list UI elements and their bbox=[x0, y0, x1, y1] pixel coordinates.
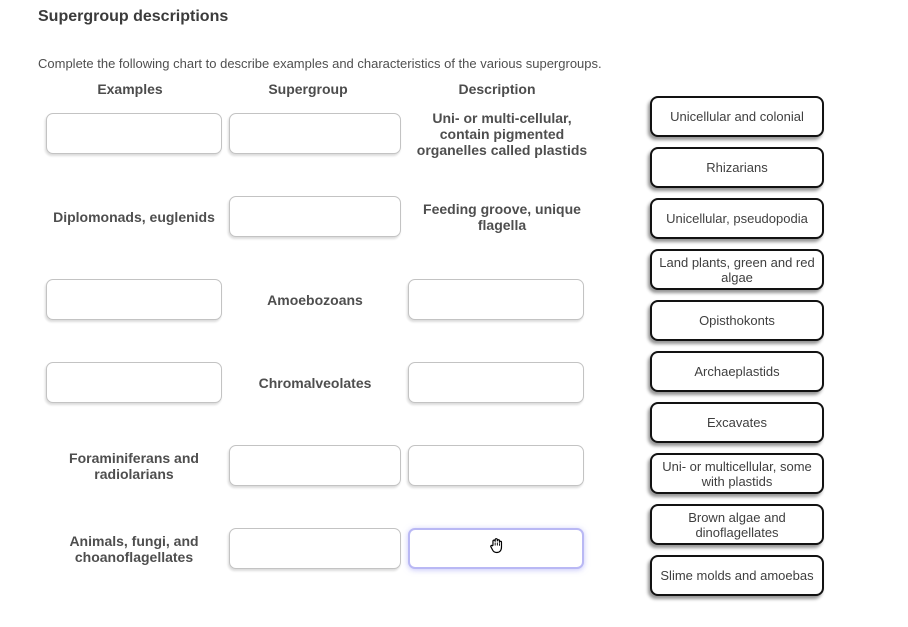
examples-label-row6: Animals, fungi, and choanoflagellates bbox=[69, 532, 199, 565]
table-row bbox=[229, 424, 401, 507]
answer-tile-slime-molds-amoebas[interactable]: Slime molds and amoebas bbox=[650, 555, 824, 596]
drop-box-row6-description-hovered[interactable] bbox=[408, 528, 584, 569]
table-row: Amoebozoans bbox=[229, 258, 401, 341]
drop-box-row2-supergroup[interactable] bbox=[229, 196, 401, 237]
table-row: Chromalveolates bbox=[229, 341, 401, 424]
column-header-examples: Examples bbox=[97, 81, 163, 97]
drop-box-row4-examples[interactable] bbox=[46, 362, 222, 403]
drop-box-row5-description[interactable] bbox=[408, 445, 584, 486]
table-row bbox=[408, 507, 584, 590]
examples-label-row5: Foraminiferans and radiolarians bbox=[69, 449, 199, 482]
instructions-text: Complete the following chart to describe… bbox=[38, 56, 602, 71]
worksheet-grid: Uni- or multi-cellular, contain pigmente… bbox=[46, 92, 587, 590]
drop-box-row5-supergroup[interactable] bbox=[229, 445, 401, 486]
answer-tile-unicellular-pseudopodia[interactable]: Unicellular, pseudopodia bbox=[650, 198, 824, 239]
description-label-row2: Feeding groove, unique flagella bbox=[423, 200, 581, 233]
answer-tile-archaeplastids[interactable]: Archaeplastids bbox=[650, 351, 824, 392]
supergroup-label-row4: Chromalveolates bbox=[258, 374, 372, 391]
table-row bbox=[46, 341, 222, 424]
grab-cursor-icon bbox=[485, 534, 507, 561]
table-row bbox=[408, 341, 584, 424]
table-row: Diplomonads, euglenids bbox=[46, 175, 222, 258]
answer-tile-excavates[interactable]: Excavates bbox=[650, 402, 824, 443]
supergroup-label-row3: Amoebozoans bbox=[267, 291, 363, 308]
answer-tile-opisthokonts[interactable]: Opisthokonts bbox=[650, 300, 824, 341]
table-row bbox=[229, 92, 401, 175]
table-row bbox=[46, 92, 222, 175]
column-header-supergroup: Supergroup bbox=[268, 81, 348, 97]
answer-bank: Unicellular and colonial Rhizarians Unic… bbox=[650, 96, 824, 606]
answer-tile-land-plants-algae[interactable]: Land plants, green and red algae bbox=[650, 249, 824, 290]
answer-tile-rhizarians[interactable]: Rhizarians bbox=[650, 147, 824, 188]
table-row bbox=[46, 258, 222, 341]
description-label-row1: Uni- or multi-cellular, contain pigmente… bbox=[416, 109, 588, 158]
drop-box-row3-examples[interactable] bbox=[46, 279, 222, 320]
answer-tile-brown-algae-dinoflagellates[interactable]: Brown algae and dinoflagellates bbox=[650, 504, 824, 545]
table-row bbox=[229, 175, 401, 258]
table-row: Animals, fungi, and choanoflagellates bbox=[46, 507, 222, 590]
answer-tile-unicellular-colonial[interactable]: Unicellular and colonial bbox=[650, 96, 824, 137]
table-row: Feeding groove, unique flagella bbox=[408, 175, 584, 258]
column-header-description: Description bbox=[458, 81, 536, 97]
table-row bbox=[408, 258, 584, 341]
drop-box-row1-examples[interactable] bbox=[46, 113, 222, 154]
examples-label-row2: Diplomonads, euglenids bbox=[53, 208, 215, 225]
drop-box-row4-description[interactable] bbox=[408, 362, 584, 403]
answer-tile-uni-multicellular-plastids[interactable]: Uni- or multicellular, some with plastid… bbox=[650, 453, 824, 494]
table-row: Foraminiferans and radiolarians bbox=[46, 424, 222, 507]
drop-box-row3-description[interactable] bbox=[408, 279, 584, 320]
table-row: Uni- or multi-cellular, contain pigmente… bbox=[408, 92, 587, 175]
drop-box-row1-supergroup[interactable] bbox=[229, 113, 401, 154]
drop-box-row6-supergroup[interactable] bbox=[229, 528, 401, 569]
table-row bbox=[229, 507, 401, 590]
table-row bbox=[408, 424, 584, 507]
page-title: Supergroup descriptions bbox=[38, 8, 229, 25]
